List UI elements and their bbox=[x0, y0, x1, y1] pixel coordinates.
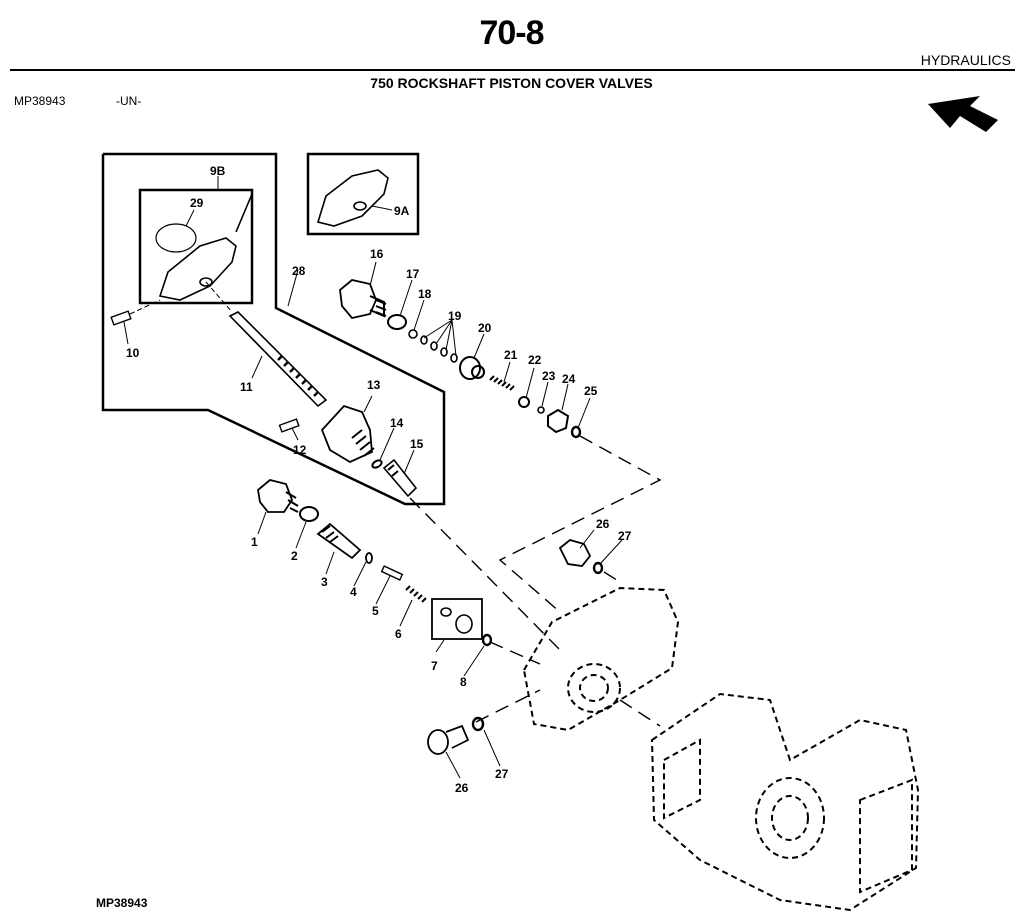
callout-20: 20 bbox=[478, 321, 492, 335]
callout-12: 12 bbox=[293, 443, 307, 457]
part-8-oring bbox=[481, 633, 493, 647]
callout-26-lower: 26 bbox=[455, 781, 469, 795]
inset-box-7 bbox=[431, 598, 483, 640]
callout-17: 17 bbox=[406, 267, 420, 281]
callout-9a: 9A bbox=[394, 204, 410, 218]
header-divider bbox=[10, 69, 1015, 71]
part-14-oring bbox=[371, 459, 383, 469]
inset-box-9b bbox=[138, 188, 254, 305]
callout-7: 7 bbox=[431, 659, 438, 673]
part-16-fitting bbox=[339, 279, 387, 319]
illustration-ref: MP38943 bbox=[14, 94, 66, 108]
callout-11: 11 bbox=[240, 380, 253, 394]
part-17-washer bbox=[387, 314, 407, 330]
part-23-ball bbox=[537, 406, 545, 414]
callout-16: 16 bbox=[370, 247, 384, 261]
part-9a-cover bbox=[316, 169, 389, 227]
transmission-housing bbox=[650, 692, 920, 912]
part-27-oring-lower bbox=[471, 716, 485, 732]
callout-26-upper: 26 bbox=[596, 517, 610, 531]
part-22-poppet bbox=[518, 396, 530, 408]
callout-27-lower: 27 bbox=[495, 767, 509, 781]
part-21-spring bbox=[489, 375, 515, 391]
part-4-oring bbox=[365, 552, 373, 564]
callout-27-upper: 27 bbox=[618, 529, 632, 543]
callout-18: 18 bbox=[418, 287, 432, 301]
part-25-oring bbox=[570, 425, 582, 439]
callout-10: 10 bbox=[126, 346, 140, 360]
part-18-oring bbox=[408, 329, 418, 339]
inset-box-9a bbox=[306, 152, 420, 236]
page-number: 70-8 bbox=[479, 14, 544, 52]
part-10-pin bbox=[110, 310, 132, 326]
callout-23: 23 bbox=[542, 369, 556, 383]
part-5-pin bbox=[380, 565, 404, 581]
callout-22: 22 bbox=[528, 353, 542, 367]
diagram-title: 750 ROCKSHAFT PISTON COVER VALVES bbox=[370, 75, 653, 91]
callout-2: 2 bbox=[291, 549, 298, 563]
part-1-plug bbox=[257, 479, 299, 513]
callout-13: 13 bbox=[367, 378, 381, 392]
part-11-shaft bbox=[228, 311, 328, 408]
callout-9b: 9B bbox=[210, 164, 226, 178]
assembly-frame-28 bbox=[101, 152, 446, 506]
callout-19: 19 bbox=[448, 309, 462, 323]
part-29-oring bbox=[155, 223, 197, 253]
status-code: -UN- bbox=[116, 94, 142, 108]
part-26-plug-upper bbox=[558, 539, 592, 567]
callout-15: 15 bbox=[410, 437, 424, 451]
callout-21: 21 bbox=[504, 348, 518, 362]
part-15-valve bbox=[382, 458, 418, 498]
part-13-fitting bbox=[320, 404, 375, 464]
footer-illustration-ref: MP38943 bbox=[96, 896, 148, 910]
callout-28: 28 bbox=[292, 264, 306, 278]
callout-14: 14 bbox=[390, 416, 404, 430]
section-label: HYDRAULICS bbox=[920, 52, 1011, 68]
assembly-leaders bbox=[409, 435, 662, 727]
piston-cover-housing bbox=[522, 586, 680, 732]
callout-leaders bbox=[123, 176, 623, 779]
callout-3: 3 bbox=[321, 575, 328, 589]
part-26-plug-lower bbox=[427, 724, 470, 755]
callout-4: 4 bbox=[350, 585, 357, 599]
callout-5: 5 bbox=[372, 604, 379, 618]
callout-8: 8 bbox=[460, 675, 467, 689]
callout-24: 24 bbox=[562, 372, 576, 386]
part-24-plug bbox=[547, 408, 570, 434]
callout-29: 29 bbox=[190, 196, 204, 210]
part-20-seat bbox=[459, 356, 485, 380]
callout-25: 25 bbox=[584, 384, 598, 398]
part-27-oring-upper bbox=[592, 561, 604, 575]
arrow-up-left-icon bbox=[928, 96, 998, 132]
part-2-washer bbox=[299, 506, 319, 522]
part-6-spring bbox=[405, 585, 427, 603]
part-3-sleeve bbox=[316, 522, 362, 560]
part-9b-cover bbox=[158, 193, 253, 301]
part-19-orings bbox=[420, 335, 458, 363]
callout-6: 6 bbox=[395, 627, 402, 641]
part-7-valve-assembly bbox=[440, 607, 473, 634]
part-12-pin bbox=[278, 418, 300, 433]
callout-1: 1 bbox=[251, 535, 258, 549]
